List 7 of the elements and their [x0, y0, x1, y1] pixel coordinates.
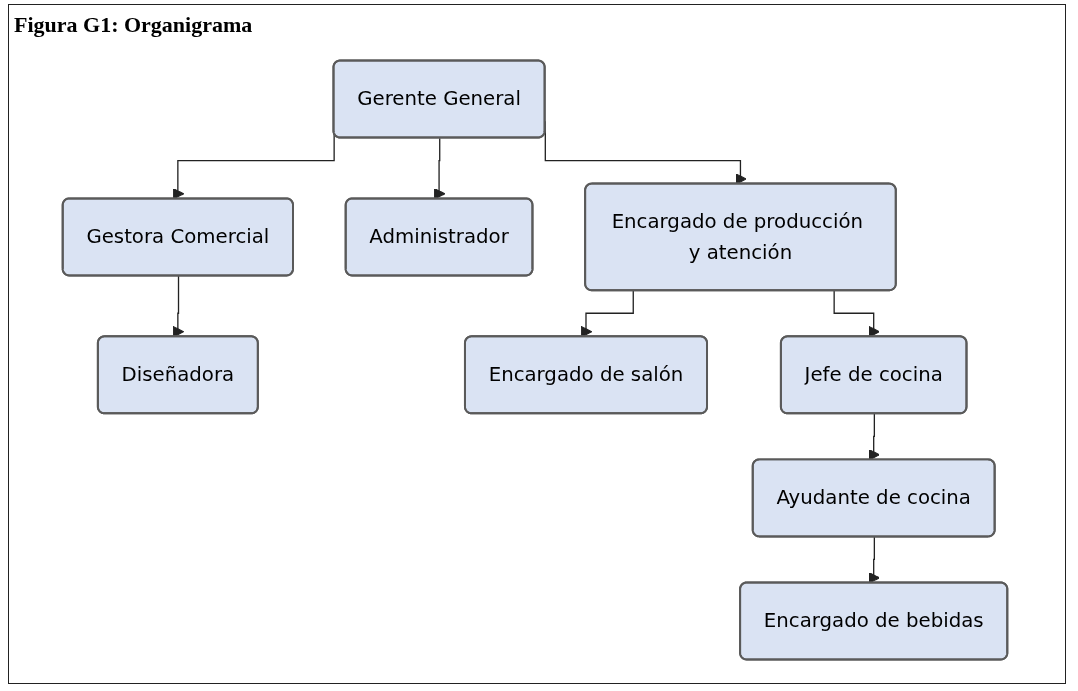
- arrow: [868, 536, 880, 584]
- figure-title: Figura G1: Organigrama: [14, 12, 253, 38]
- arrow: [833, 290, 880, 338]
- arrow: [433, 137, 446, 200]
- arrow: [580, 290, 634, 338]
- arrow: [868, 413, 880, 461]
- arrow: [172, 275, 185, 338]
